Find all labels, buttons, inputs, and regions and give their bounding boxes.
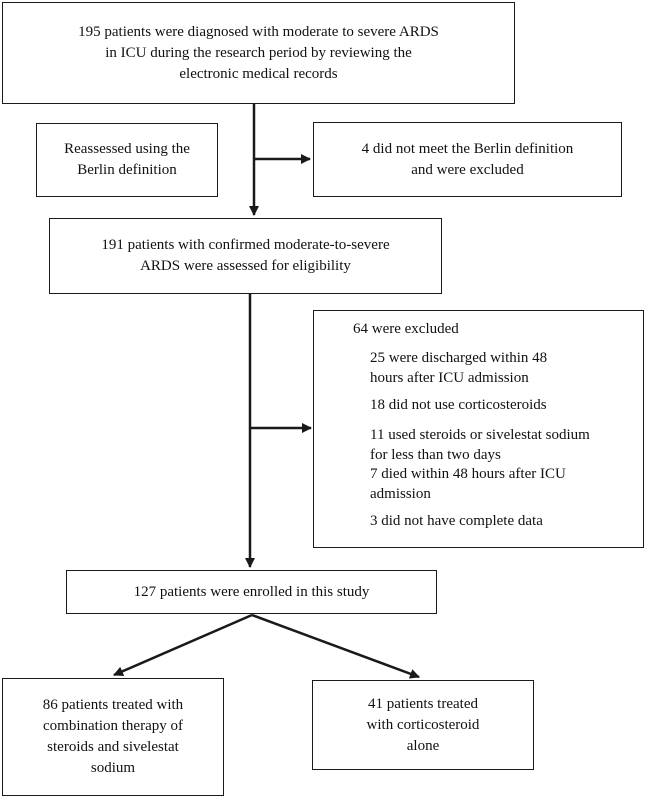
steroid-group-box: 41 patients treated with corticosteroid … <box>312 680 534 770</box>
screening-line: in ICU during the research period by rev… <box>105 44 412 61</box>
screening-line: electronic medical records <box>179 65 338 82</box>
exclusion-reason-incomplete-data: 3 did not have complete data <box>370 511 543 531</box>
exclusion-reason-died: 7 died within 48 hours after ICU admissi… <box>370 464 566 504</box>
exclusion-heading: 64 were excluded <box>353 321 459 337</box>
screening-line: 195 patients were diagnosed with moderat… <box>78 23 439 40</box>
combination-group-line: combination therapy of <box>43 718 183 734</box>
exclusion-reason-line: for less than two days <box>370 447 501 463</box>
reassessed-box: Reassessed using the Berlin definition <box>36 123 218 197</box>
reassessed-line: Reassessed using the <box>64 141 190 157</box>
screening-box: 195 patients were diagnosed with moderat… <box>2 2 515 104</box>
exclusion-reason-line: 18 did not use corticosteroids <box>370 397 547 413</box>
berlin-exclusion-line: 4 did not meet the Berlin definition <box>361 140 574 157</box>
exclusion-reason-line: 11 used steroids or sivelestat sodium <box>370 427 590 443</box>
eligibility-line: 191 patients with confirmed moderate-to-… <box>101 237 390 253</box>
steroid-group-line: 41 patients treated <box>368 695 478 712</box>
steroid-group-line: alone <box>406 737 440 754</box>
exclusion-reason-line: admission <box>370 486 431 502</box>
reassessed-line: Berlin definition <box>77 162 177 178</box>
exclusion-reason-line: 7 died within 48 hours after ICU <box>370 466 566 482</box>
combination-group-box: 86 patients treated with combination the… <box>2 678 224 796</box>
eligibility-exclusion-box: 64 were excluded 25 were discharged with… <box>313 310 644 548</box>
enrolled-line: 127 patients were enrolled in this study <box>133 583 370 600</box>
arrow-enrolled-to-combination <box>113 613 253 677</box>
exclusion-reason-short-treatment: 11 used steroids or sivelestat sodium fo… <box>370 425 590 465</box>
enrolled-box: 127 patients were enrolled in this study <box>66 570 437 614</box>
combination-group-line: steroids and sivelestat <box>47 739 179 755</box>
steroid-group-line: with corticosteroid <box>366 716 480 733</box>
exclusion-reason-line: 25 were discharged within 48 <box>370 350 548 366</box>
berlin-exclusion-box: 4 did not meet the Berlin definition and… <box>313 122 622 197</box>
exclusion-reason-line: 3 did not have complete data <box>370 513 543 529</box>
combination-group-line: 86 patients treated with <box>42 697 184 713</box>
exclusion-reason-discharged: 25 were discharged within 48 hours after… <box>370 348 547 388</box>
eligibility-box: 191 patients with confirmed moderate-to-… <box>49 218 442 294</box>
combination-group-line: sodium <box>90 760 136 776</box>
eligibility-line: ARDS were assessed for eligibility <box>140 258 351 274</box>
exclusion-reason-line: hours after ICU admission <box>370 370 529 386</box>
exclusion-reason-no-corticosteroids: 18 did not use corticosteroids <box>370 395 547 415</box>
arrow-enrolled-to-steroid <box>251 613 420 679</box>
berlin-exclusion-line: and were excluded <box>411 161 524 178</box>
